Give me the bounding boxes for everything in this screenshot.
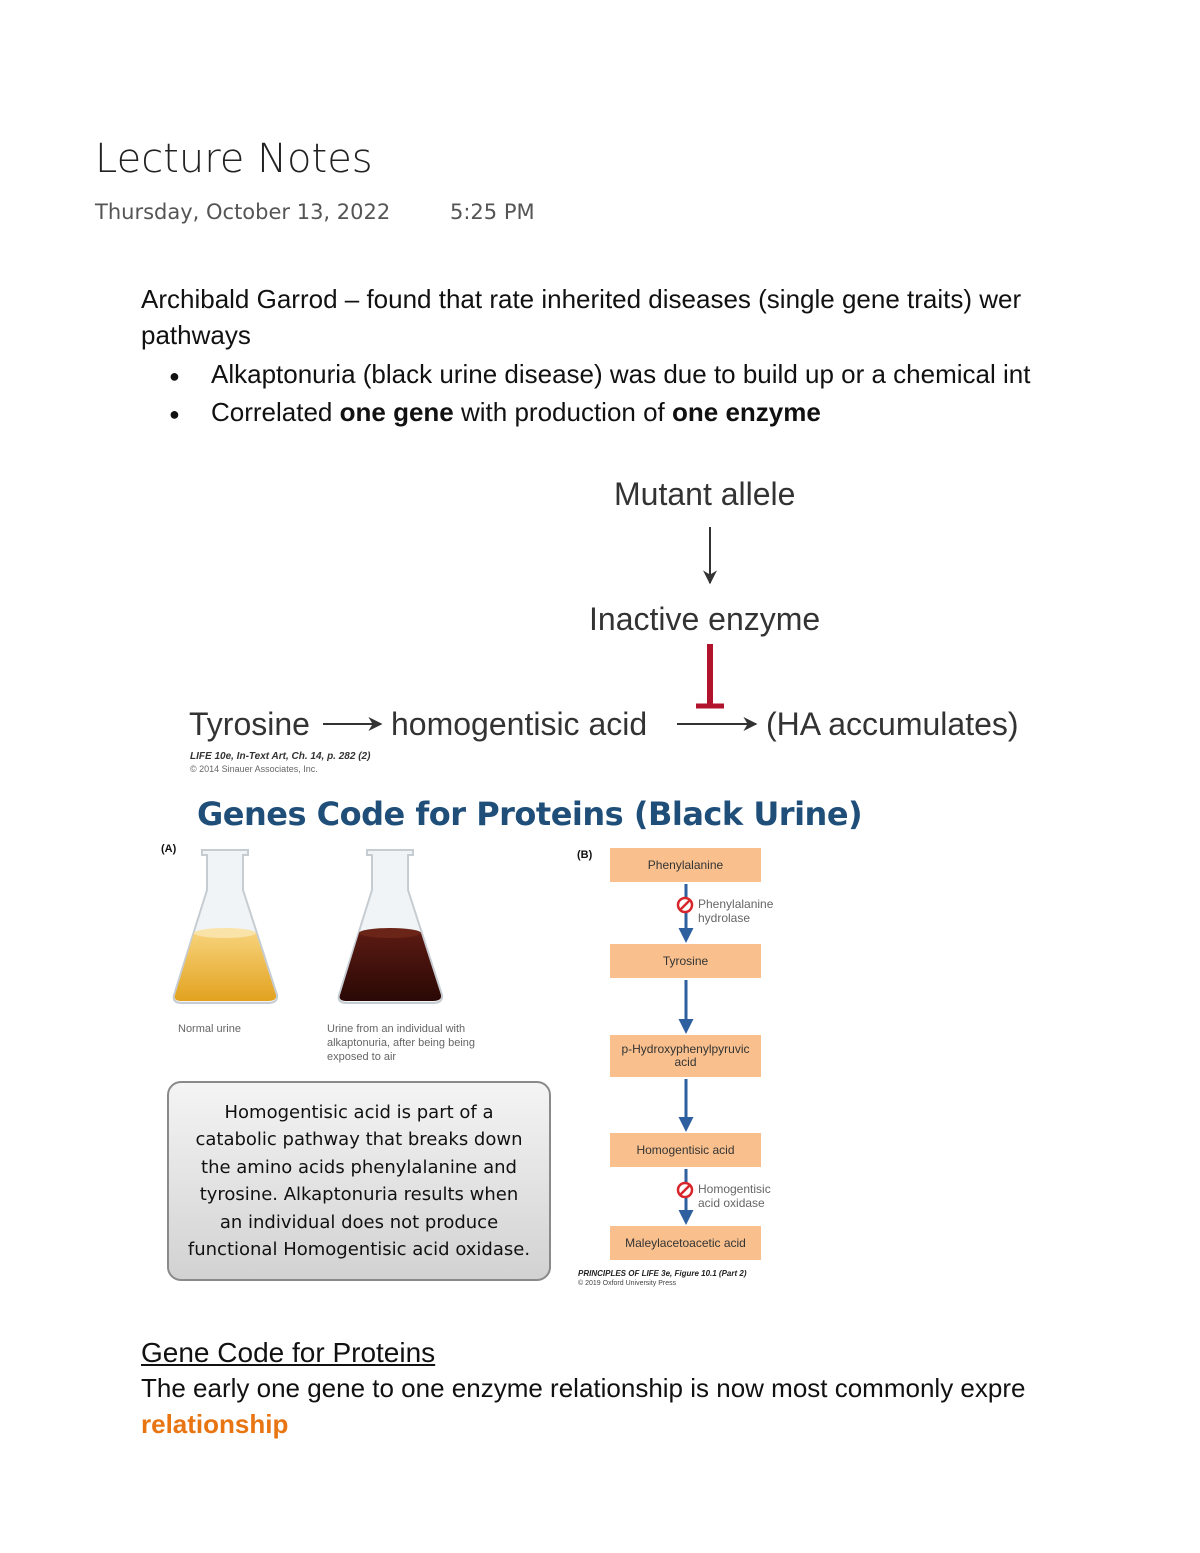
page-title: Lecture Notes	[95, 136, 373, 182]
maleylacetoacetic-box: Maleylacetoacetic acid	[610, 1226, 761, 1260]
normal-urine-caption: Normal urine	[178, 1023, 241, 1035]
hydroxyphenylpyruvic-box: p-Hydroxyphenylpyruvic acid	[610, 1035, 761, 1077]
figure2-credit: PRINCIPLES OF LIFE 3e, Figure 10.1 (Part…	[578, 1269, 747, 1278]
bullet-marker: ●	[169, 404, 180, 424]
homogentisic-acid-label: homogentisic acid	[391, 706, 648, 742]
pathway-b-arrows	[676, 884, 694, 1225]
section-line-1: The early one gene to one enzyme relatio…	[141, 1373, 1026, 1403]
diagram1-credit: LIFE 10e, In-Text Art, Ch. 14, p. 282 (2…	[190, 751, 371, 762]
enzyme-2-label: Homogentisic acid oxidase	[698, 1182, 771, 1210]
section-heading: Gene Code for Proteins	[141, 1337, 436, 1368]
alkaptonuria-urine-caption: Urine from an individual with alkaptonur…	[327, 1023, 475, 1063]
panel-a-label: (A)	[161, 843, 177, 855]
block-icon	[676, 1181, 694, 1199]
flasks-illustration	[172, 849, 444, 1004]
figure-title: Genes Code for Proteins (Black Urine)	[197, 795, 863, 833]
intro-line-1: Archibald Garrod – found that rate inher…	[141, 284, 1022, 314]
ha-accumulates-label: (HA accumulates)	[766, 706, 1019, 742]
note-date: Thursday, October 13, 2022	[95, 200, 391, 224]
pathway-arrows-svg	[323, 527, 758, 731]
panel-b-label: (B)	[577, 849, 593, 861]
block-icon	[676, 896, 694, 914]
tyrosine-box: Tyrosine	[610, 944, 761, 978]
note-time: 5:25 PM	[450, 200, 535, 224]
bullet-2-text: Correlated one gene with production of o…	[211, 397, 821, 427]
diagram1-copyright: © 2014 Sinauer Associates, Inc.	[190, 764, 318, 774]
bullet-marker: ●	[169, 366, 180, 386]
inactive-enzyme-label: Inactive enzyme	[589, 601, 821, 637]
normal-urine-flask-icon	[172, 849, 279, 1004]
mutant-allele-label: Mutant allele	[614, 476, 796, 512]
enzyme-1-label: Phenylalanine hydrolase	[698, 897, 774, 925]
homogentisic-acid-box: Homogentisic acid	[610, 1133, 761, 1167]
phenylalanine-box: Phenylalanine	[610, 848, 761, 882]
tyrosine-label: Tyrosine	[189, 706, 310, 742]
explanation-callout: Homogentisic acid is part of a catabolic…	[167, 1081, 551, 1281]
bullet-1-text: Alkaptonuria (black urine disease) was d…	[211, 359, 1031, 389]
intro-line-2: pathways	[141, 320, 251, 350]
figure2-copyright: © 2019 Oxford University Press	[578, 1280, 677, 1287]
section-line-2-highlight: relationship	[141, 1409, 289, 1439]
dark-urine-flask-icon	[337, 849, 444, 1004]
